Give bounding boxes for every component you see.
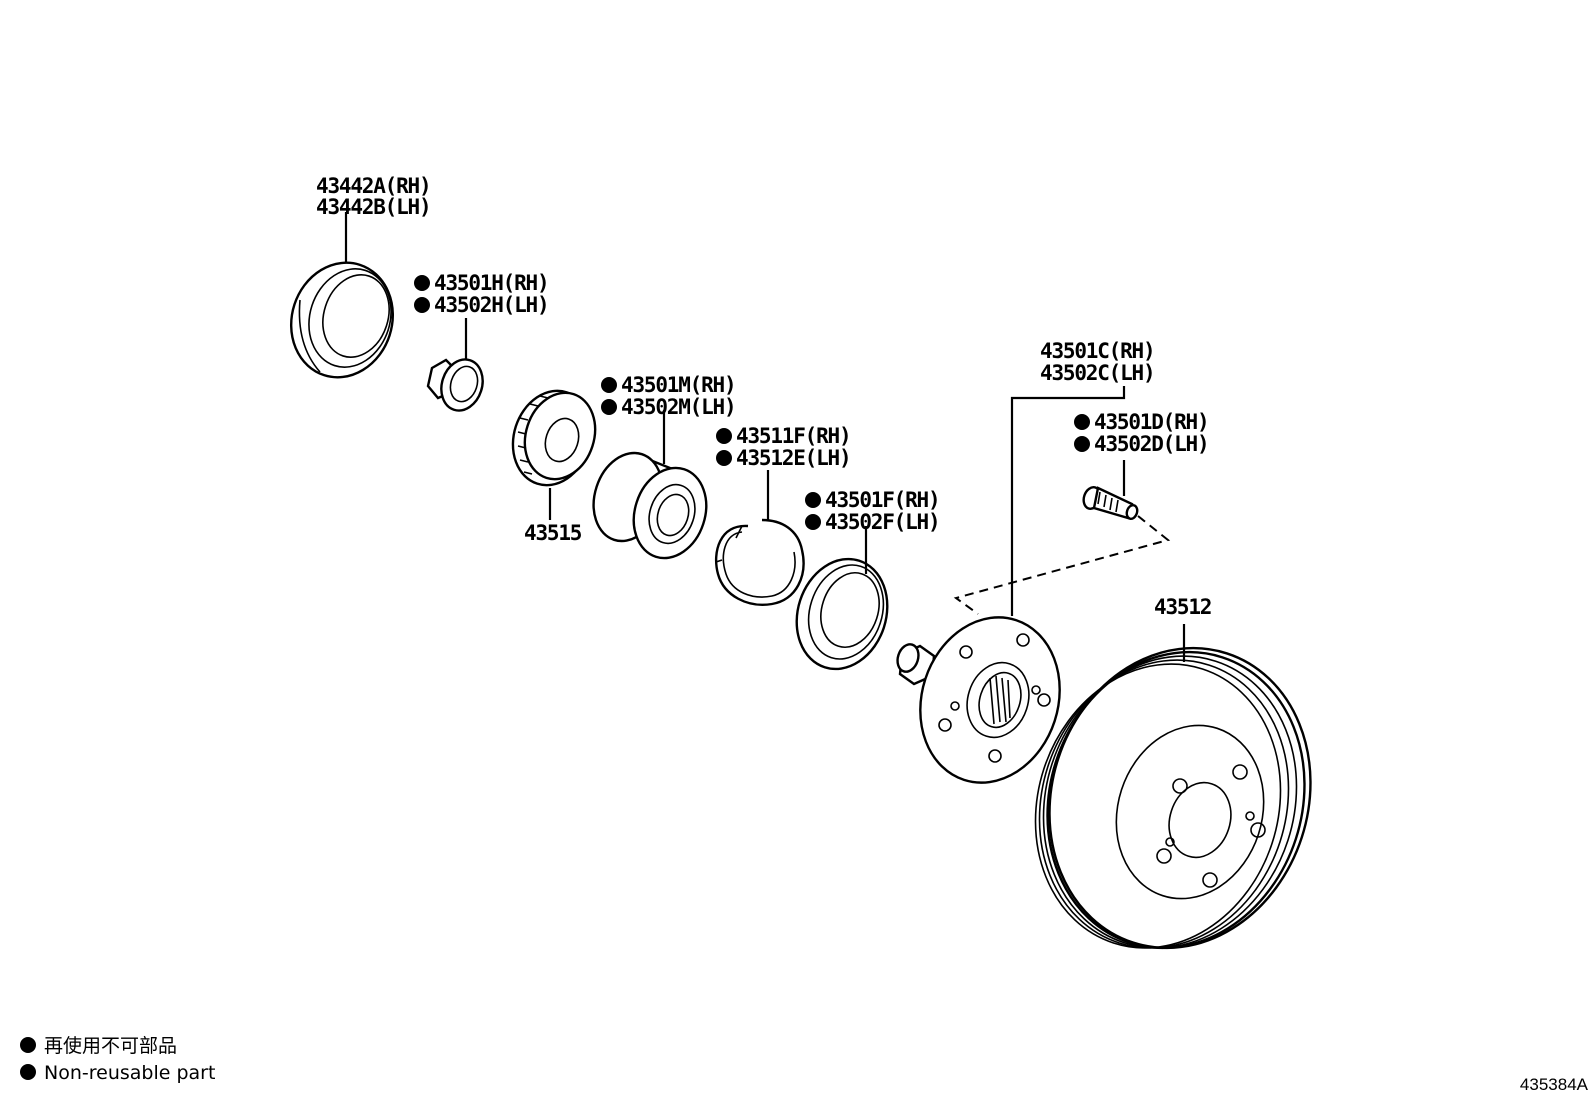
non-reusable-dot-icon xyxy=(716,450,732,466)
snap-ring-part xyxy=(714,518,805,606)
non-reusable-dot-icon xyxy=(1074,436,1090,452)
callout-nut: 43501H(RH) 43502H(LH) xyxy=(414,271,550,317)
svg-text:43501C(RH): 43501C(RH) xyxy=(1040,339,1154,363)
svg-text:43502F(LH): 43502F(LH) xyxy=(825,510,939,534)
bolt-position-dashed-line xyxy=(953,515,1171,615)
callout-inner-seal: 43501F(RH) 43502F(LH) xyxy=(805,488,941,534)
non-reusable-dot-icon xyxy=(414,297,430,313)
svg-text:43442B(LH): 43442B(LH) xyxy=(316,195,430,219)
callout-hub: 43501C(RH) 43502C(LH) xyxy=(1040,339,1156,385)
svg-text:43502D(LH): 43502D(LH) xyxy=(1094,432,1208,456)
non-reusable-dot-icon xyxy=(716,428,732,444)
callout-snap-ring: 43511F(RH) 43512E(LH) xyxy=(716,424,852,470)
toothed-ring-part xyxy=(511,389,597,487)
legend-text-en: Non-reusable part xyxy=(44,1062,215,1084)
svg-text:43502C(LH): 43502C(LH) xyxy=(1040,361,1154,385)
callout-toothed-ring: 43515 xyxy=(524,521,582,545)
bearing-part xyxy=(592,451,708,560)
svg-text:43511F(RH): 43511F(RH) xyxy=(736,424,850,448)
svg-text:43501F(RH): 43501F(RH) xyxy=(825,488,939,512)
svg-text:43501D(RH): 43501D(RH) xyxy=(1094,410,1208,434)
nut-part xyxy=(426,358,484,412)
svg-text:43442A(RH): 43442A(RH) xyxy=(316,174,430,198)
non-reusable-dot-icon xyxy=(805,492,821,508)
non-reusable-dot-icon xyxy=(1074,414,1090,430)
callout-hub-bolt: 43501D(RH) 43502D(LH) xyxy=(1074,410,1210,456)
seal-cover-part xyxy=(289,261,395,379)
brake-disc-part xyxy=(1034,646,1312,950)
callout-bearing: 43501M(RH) 43502M(LH) xyxy=(601,373,737,419)
non-reusable-dot-icon xyxy=(414,275,430,291)
svg-text:43501H(RH): 43501H(RH) xyxy=(434,271,548,295)
non-reusable-dot-icon xyxy=(601,377,617,393)
non-reusable-dot-icon xyxy=(805,514,821,530)
inner-seal-part xyxy=(795,557,889,671)
svg-text:43512E(LH): 43512E(LH) xyxy=(736,446,850,470)
non-reusable-dot-icon xyxy=(20,1064,36,1080)
non-reusable-dot-icon xyxy=(601,399,617,415)
callout-seal-cover: 43442A(RH) 43442B(LH) xyxy=(316,174,432,219)
svg-text:43501M(RH): 43501M(RH) xyxy=(621,373,735,397)
svg-text:43502H(LH): 43502H(LH) xyxy=(434,293,548,317)
hub-part xyxy=(896,616,1061,784)
hub-bolt-part xyxy=(1082,486,1139,521)
svg-text:43502M(LH): 43502M(LH) xyxy=(621,395,735,419)
figure-reference: 435384A xyxy=(1520,1075,1589,1094)
callout-brake-disc: 43512 xyxy=(1154,595,1211,619)
legend-text-jp: 再使用不可部品 xyxy=(44,1035,177,1057)
legend: 再使用不可部品 Non-reusable part xyxy=(20,1035,215,1084)
non-reusable-dot-icon xyxy=(20,1037,36,1053)
